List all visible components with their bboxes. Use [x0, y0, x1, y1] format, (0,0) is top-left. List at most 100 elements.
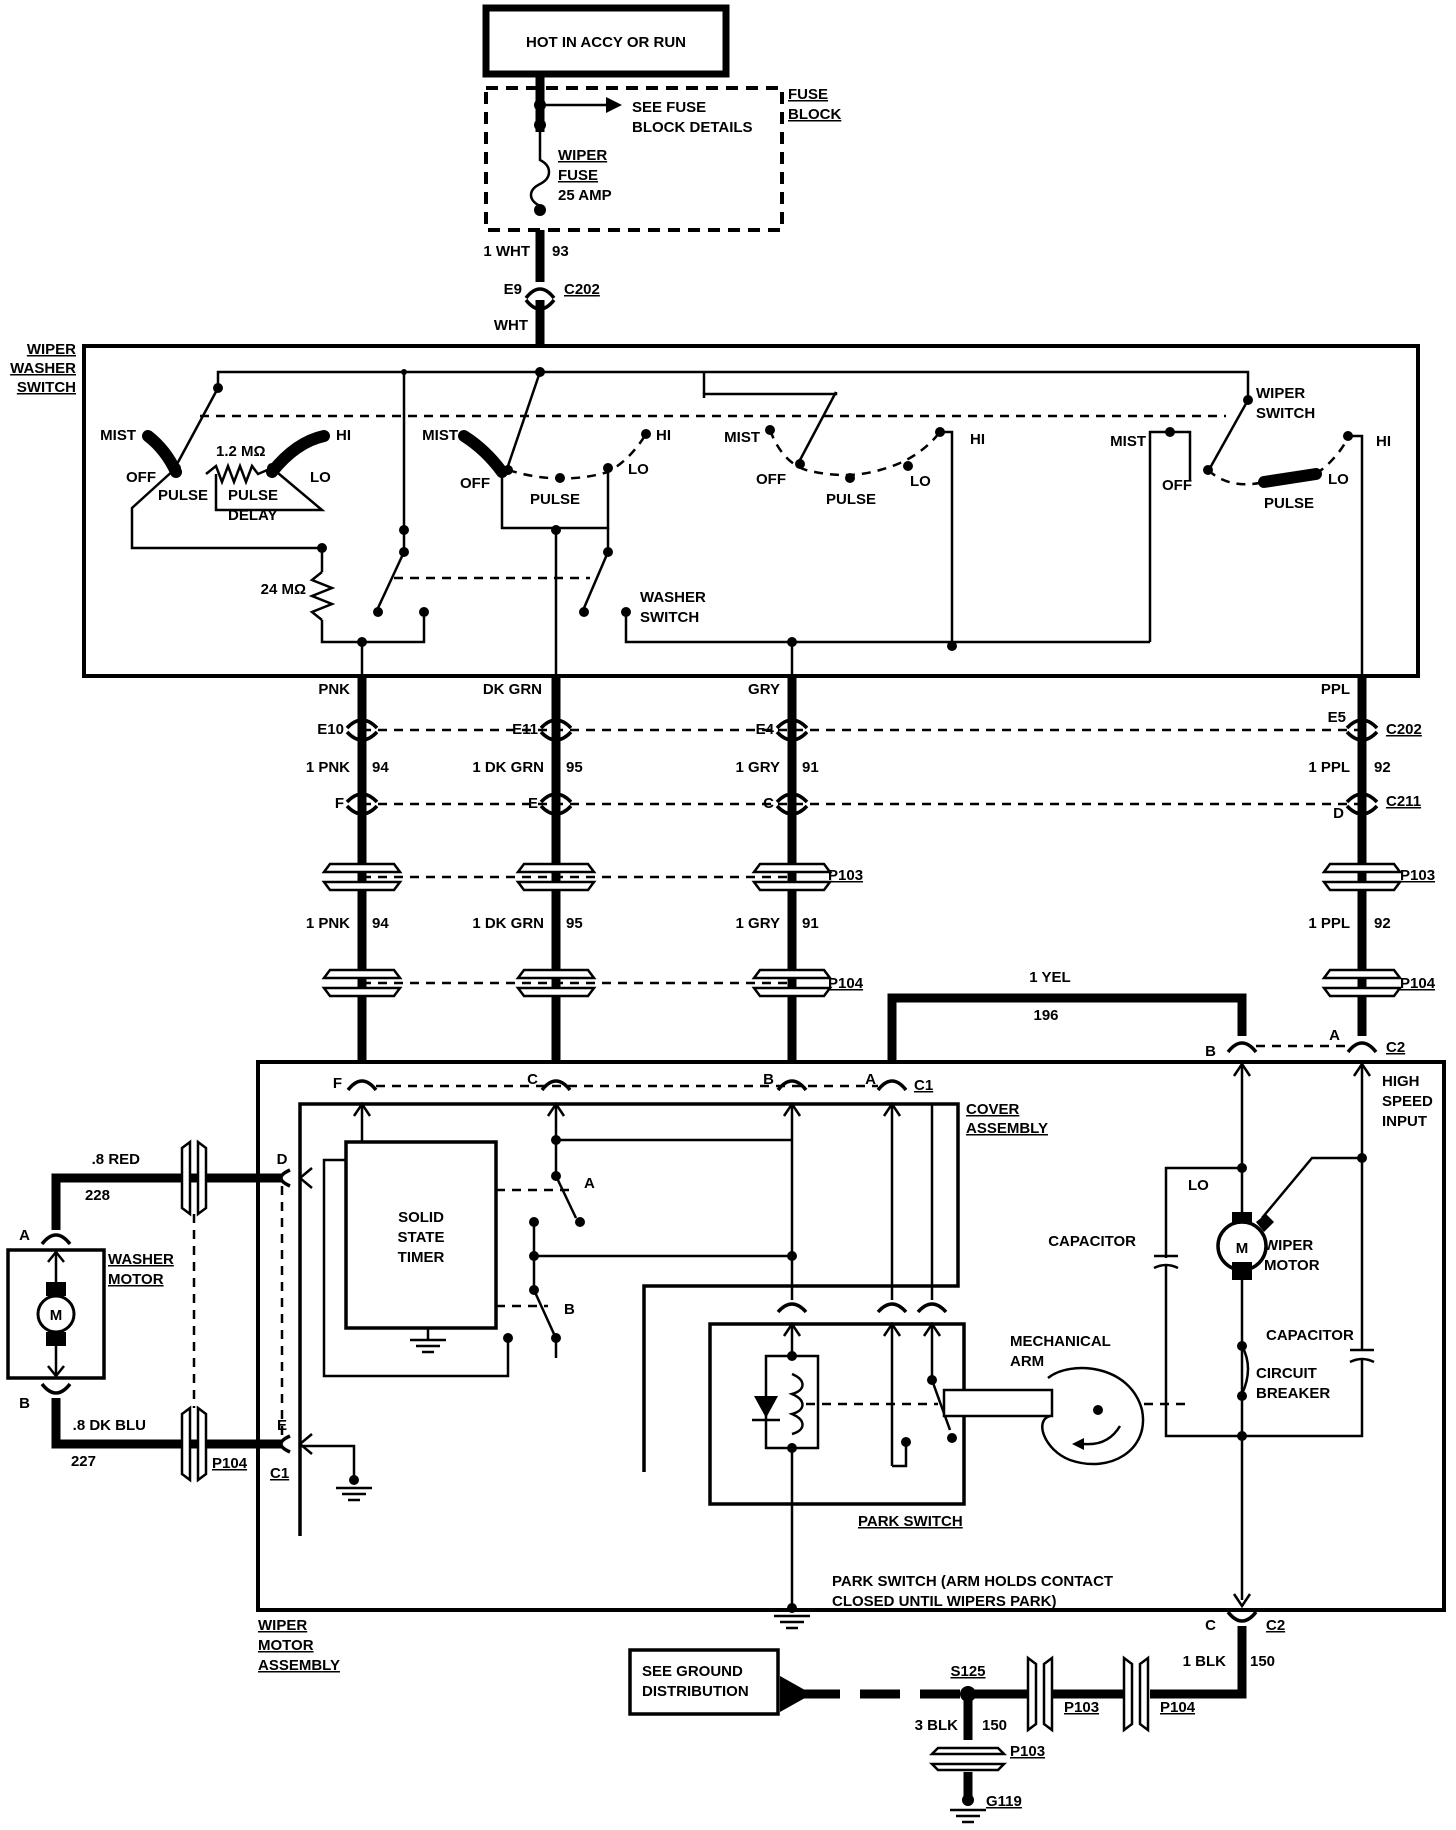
fuse-icon [529, 132, 551, 212]
washer-pin-b: B [19, 1395, 30, 1412]
sec1-lo: LO [310, 469, 331, 486]
harness: PNK E10 1 PNK 94 F 1 PNK 94 DK GRN E11 1… [306, 676, 1436, 1062]
c1-pin-c: C [527, 1071, 538, 1088]
park-switch-label: PARK SWITCH [858, 1513, 963, 1530]
sec3-lo: LO [910, 473, 931, 490]
out-dkgrn-wire: 1 DK GRN [472, 759, 544, 776]
out-pnk-wire: 1 PNK [306, 759, 350, 776]
out-dkgrn-circuit: 95 [566, 759, 583, 776]
pulse-delay-1: PULSE [228, 487, 278, 504]
ground-p103-branch-label: P103 [1010, 1743, 1045, 1760]
timer-1: SOLID [398, 1209, 444, 1226]
p104-label-left: P104 [828, 975, 864, 992]
switch-title-1: WIPER [27, 341, 76, 358]
ground-branch-circuit: 150 [982, 1717, 1007, 1734]
park-note-1: PARK SWITCH (ARM HOLDS CONTACT [832, 1573, 1113, 1590]
feed-color-label: WHT [494, 317, 528, 334]
yel-pin-b: B [1205, 1043, 1216, 1060]
sec3-mist: MIST [724, 429, 760, 446]
power-source: HOT IN ACCY OR RUN [482, 4, 730, 78]
ground-p103-label: P103 [1064, 1699, 1099, 1716]
high-speed-1: HIGH [1382, 1073, 1420, 1090]
feed-wire: 1 WHT 93 E9 C202 WHT [483, 230, 600, 346]
see-ground-2: DISTRIBUTION [642, 1683, 749, 1700]
washer-return-circuit: 227 [71, 1453, 96, 1470]
switch-title-2: WASHER [10, 360, 76, 377]
high-speed-3: INPUT [1382, 1113, 1427, 1130]
washer-switch-label-1: WASHER [640, 589, 706, 606]
p104-label-right: P104 [1400, 975, 1436, 992]
washer-switch-label-2: SWITCH [640, 609, 699, 626]
out-ppl-pin: E5 [1328, 709, 1346, 726]
washer-pin-e: E [277, 1417, 287, 1434]
fuse-block-title-2: BLOCK [788, 106, 841, 123]
out-ppl-wire: 1 PPL [1308, 759, 1350, 776]
park-note-2: CLOSED UNTIL WIPERS PARK) [832, 1593, 1056, 1610]
washer-motor-1: WASHER [108, 1251, 174, 1268]
sec3-pulse: PULSE [826, 491, 876, 508]
c2-label-top: C2 [1386, 1039, 1405, 1056]
out-pnk-pin: E10 [317, 721, 344, 738]
relay-coil-icon [788, 1372, 804, 1436]
sec1-pulse: PULSE [158, 487, 208, 504]
c211-label: C211 [1386, 793, 1421, 810]
out-ppl-circuit-2: 92 [1374, 915, 1391, 932]
out-pnk-color: PNK [318, 681, 350, 698]
sec1-off: OFF [126, 469, 156, 486]
wiper-motor-2: MOTOR [1264, 1257, 1320, 1274]
switch-title-3: SWITCH [17, 379, 76, 396]
washer-return-wire: .8 DK BLU [73, 1417, 146, 1434]
wiper-motor-lo: LO [1188, 1177, 1209, 1194]
out-gry-color: GRY [748, 681, 780, 698]
assembly-title-1: WIPER [258, 1617, 307, 1634]
wiper-motor-1: WIPER [1264, 1237, 1313, 1254]
out-gry-wire-2: 1 GRY [736, 915, 780, 932]
out-dkgrn-pin: E11 [512, 721, 538, 738]
cover-assembly-2: ASSEMBLY [966, 1120, 1048, 1137]
ground-main-wire: 1 BLK [1183, 1653, 1227, 1670]
feed-circuit-label: 93 [552, 243, 569, 260]
sec2-lo: LO [628, 461, 649, 478]
ground-icon [950, 1808, 986, 1824]
sec4-hi: HI [1376, 433, 1391, 450]
breaker-2: BREAKER [1256, 1385, 1330, 1402]
wiper-motor-symbol: M [1236, 1240, 1249, 1257]
capacitor-right: CAPACITOR [1266, 1327, 1354, 1344]
washer-supply-wire: .8 RED [92, 1151, 141, 1168]
c202-label: C202 [1386, 721, 1422, 738]
ground-id-label: G119 [986, 1793, 1022, 1810]
sec4-mist: MIST [1110, 433, 1146, 450]
washer-pin-a: A [19, 1227, 30, 1244]
fuse-block-title-1: FUSE [788, 86, 828, 103]
washer-motor-2: MOTOR [108, 1271, 164, 1288]
timer-switch-b: B [564, 1301, 575, 1318]
assembly-title-2: MOTOR [258, 1637, 314, 1654]
wiper-fuse-label-1: WIPER [558, 147, 607, 164]
resistor-2-label: 24 MΩ [261, 581, 306, 598]
sec2-mist: MIST [422, 427, 458, 444]
cam-icon [1041, 1366, 1145, 1466]
ground-branch-wire: 3 BLK [915, 1717, 959, 1734]
out-gry-pin: E4 [756, 721, 775, 738]
ground-pin-c: C [1205, 1617, 1216, 1634]
breaker-1: CIRCUIT [1256, 1365, 1317, 1382]
ground-icon [410, 1338, 446, 1354]
resistor-1-label: 1.2 MΩ [216, 443, 266, 460]
wiper-motor-assembly: WIPER MOTOR ASSEMBLY F C B A C1 COVER AS… [256, 1060, 1446, 1674]
out-dkgrn-circuit-2: 95 [566, 915, 583, 932]
resistor-pulse-icon [205, 462, 273, 486]
out-ppl-c211-pin: D [1333, 805, 1344, 822]
out-ppl-color: PPL [1321, 681, 1350, 698]
wiper-fuse-rating: 25 AMP [558, 187, 612, 204]
washer-motor-symbol: M [50, 1307, 63, 1324]
sec4-pulse: PULSE [1264, 495, 1314, 512]
wiper-fuse-label-2: FUSE [558, 167, 598, 184]
out-pnk-circuit: 94 [372, 759, 389, 776]
out-pnk-circuit-2: 94 [372, 915, 389, 932]
sec3-hi: HI [970, 431, 985, 448]
yel-pin-a: A [1329, 1027, 1340, 1044]
wiper-washer-switch: WIPER WASHER SWITCH WIPER SWITCH MIST OF… [10, 341, 1420, 678]
ground-main-circuit: 150 [1250, 1653, 1275, 1670]
c1-pin-a: A [865, 1071, 876, 1088]
